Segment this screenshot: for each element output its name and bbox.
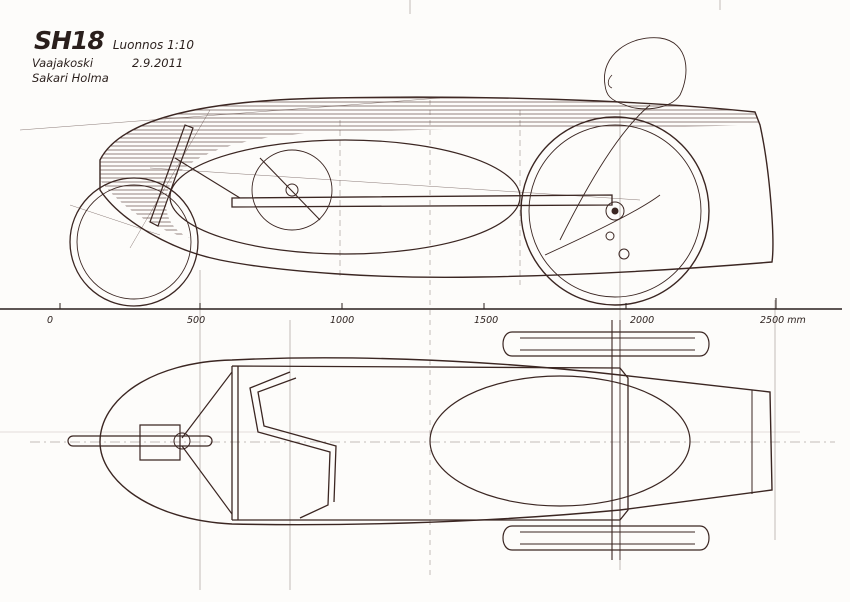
drawing-title: SH18 Luonnos 1:10 xyxy=(34,26,194,55)
seat xyxy=(544,104,661,256)
top-frame-zigzag xyxy=(249,371,337,519)
top-view xyxy=(67,320,773,560)
top-body-outline xyxy=(99,357,773,526)
main-frame-tube xyxy=(231,194,613,208)
construction-lines xyxy=(0,0,835,590)
canopy-opening xyxy=(169,139,521,255)
rear-wheel-left xyxy=(502,331,710,357)
fairing-shading xyxy=(100,97,760,238)
scale-axis xyxy=(0,298,842,310)
front-steering xyxy=(139,371,233,515)
front-axle xyxy=(67,435,213,447)
date-label: 2.9.2011 xyxy=(132,56,184,70)
front-wheel-rim xyxy=(76,184,192,300)
rear-wheel-rim xyxy=(528,124,702,298)
front-boom xyxy=(149,124,194,227)
model-code: SH18 xyxy=(34,26,105,55)
author-label: Sakari Holma xyxy=(32,71,109,85)
tick-label-500: 500 xyxy=(187,315,205,326)
place-label: Vaajakoski xyxy=(32,56,94,70)
rear-hub xyxy=(605,201,625,221)
tick-label-1000: 1000 xyxy=(330,315,354,326)
tick-label-2000: 2000 xyxy=(630,315,654,326)
tick-label-0: 0 xyxy=(47,315,53,326)
sketch-scale: Luonnos 1:10 xyxy=(112,38,195,52)
side-view xyxy=(69,37,774,307)
rider-head xyxy=(604,37,687,110)
tick-label-1500: 1500 xyxy=(474,315,498,326)
front-wheel xyxy=(69,177,199,307)
rear-wheel xyxy=(520,116,710,306)
top-frame xyxy=(231,365,629,521)
tick-label-2500: 2500 mm xyxy=(760,315,806,326)
chainring xyxy=(251,149,333,231)
top-canopy-opening xyxy=(429,375,691,507)
rear-wheel-right xyxy=(502,525,710,551)
